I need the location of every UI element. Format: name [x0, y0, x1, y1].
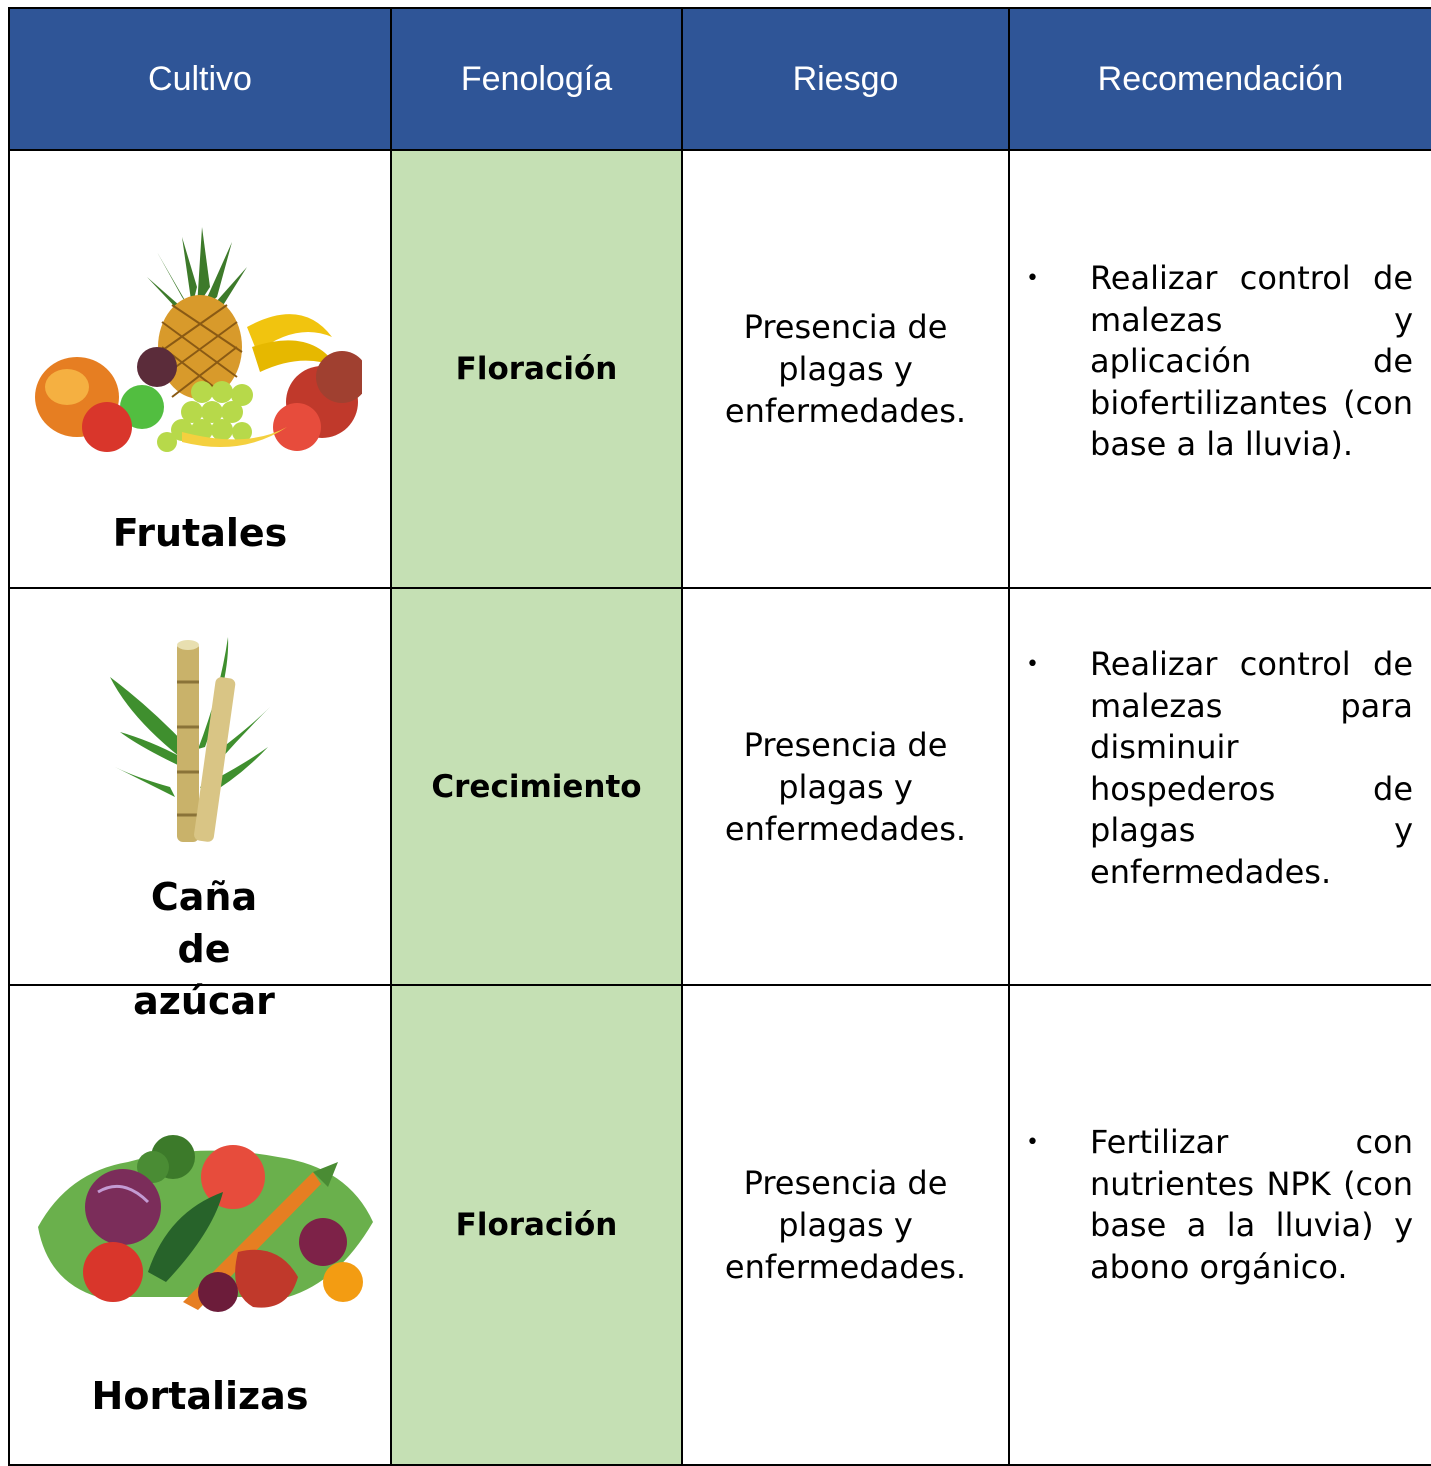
fruit-pile-icon: [35, 227, 362, 452]
bullet-icon: •: [1026, 266, 1039, 292]
recommendation-text: Realizar control de malezas para disminu…: [1090, 645, 1413, 891]
phenology-cell: Crecimiento: [390, 587, 683, 986]
header-crop: Cultivo: [8, 7, 392, 151]
sugarcane-icon: [110, 637, 270, 842]
table-row: Frutales Floración Presencia de plagas y…: [8, 149, 1431, 589]
risk-cell: Presencia de plagas y enfermedades.: [681, 984, 1010, 1466]
header-recommendation: Recomendación: [1008, 7, 1431, 151]
phenology-cell: Floración: [390, 984, 683, 1466]
recommendation-text: Realizar control de malezas y aplicación…: [1090, 259, 1413, 464]
phenology-cell: Floración: [390, 149, 683, 589]
table-row: Caña de azúcar Crecimiento Presencia de …: [8, 587, 1431, 1023]
crop-risk-table: Cultivo Fenología Riesgo Recomendación: [8, 7, 1431, 1466]
risk-cell: Presencia de plagas y enfermedades.: [681, 587, 1010, 986]
recommendation-text: Fertilizar con nutrientes NPK (con base …: [1090, 1123, 1413, 1286]
recommendation-cell: • Realizar control de malezas y aplicaci…: [1008, 149, 1431, 589]
recommendation-cell: • Realizar control de malezas para dismi…: [1008, 587, 1431, 986]
header-risk: Riesgo: [681, 7, 1010, 151]
bullet-icon: •: [1026, 1130, 1039, 1155]
recommendation-cell: • Fertilizar con nutrientes NPK (con bas…: [1008, 984, 1431, 1466]
crop-cell: Caña de azúcar: [8, 587, 392, 1023]
vegetables-pile-icon: [38, 1135, 373, 1312]
crop-cell: Hortalizas: [8, 984, 392, 1466]
crop-name: Frutales: [112, 511, 288, 555]
risk-cell: Presencia de plagas y enfermedades.: [681, 149, 1010, 589]
crop-name: Hortalizas: [91, 1374, 309, 1418]
crop-cell: Frutales: [8, 149, 392, 589]
table-row: Hortalizas Floración Presencia de plagas…: [8, 984, 1431, 1466]
header-row: Cultivo Fenología Riesgo Recomendación: [8, 7, 1431, 151]
bullet-icon: •: [1026, 652, 1039, 677]
header-phenology: Fenología: [390, 7, 683, 151]
